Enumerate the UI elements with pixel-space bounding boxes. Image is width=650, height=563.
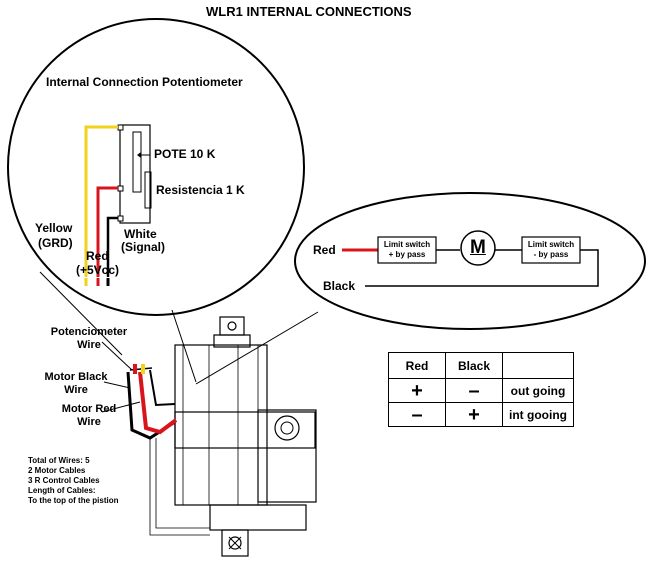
limit-switch-plus-label: Limit switch + by pass	[379, 240, 435, 260]
white-signal-label: (Signal)	[121, 240, 165, 254]
note-line: Total of Wires: 5	[28, 456, 90, 465]
note-line: 2 Motor Cables	[28, 466, 86, 475]
row2-black: +	[445, 402, 503, 427]
pot-detail-connector-line-right	[171, 309, 197, 383]
white-label: White	[124, 227, 157, 241]
note-line: Length of Cables:	[28, 486, 96, 495]
yellow-label: Yellow	[35, 221, 73, 235]
potentiometer-schematic	[117, 124, 152, 224]
potentiometer-heading: Internal Connection Potentiometer	[46, 75, 243, 89]
motor-red-line2: Wire	[77, 416, 101, 428]
pot-wire-line1: Potenciometer	[50, 326, 128, 338]
limit-switch-minus-label: Limit switch - by pass	[523, 240, 579, 260]
wire-notes: Total of Wires: 5 2 Motor Cables 3 R Con…	[28, 456, 119, 506]
row2-direction: int gooing	[502, 402, 574, 427]
row1-black: –	[445, 378, 503, 403]
motor-symbol-label: M	[470, 237, 486, 258]
diagram-title: WLR1 INTERNAL CONNECTIONS	[206, 4, 412, 19]
resistor-label: Resistencia 1 K	[156, 183, 245, 197]
potentiometer-wire-label: Potenciometer Wire	[44, 326, 134, 352]
limit-switch-plus-line1: Limit switch	[383, 240, 431, 249]
motor-detail-ellipse	[294, 192, 646, 330]
pot-detail-connector-line-left	[39, 271, 123, 356]
motor-red-label: Red	[313, 243, 336, 257]
note-line: 3 R Control Cables	[28, 476, 100, 485]
motor-black-line2: Wire	[64, 384, 88, 396]
yellow-gnd-label: (GRD)	[38, 236, 73, 250]
red-5vcc-label: (+5Vcc)	[76, 263, 120, 277]
red-wire-pot	[96, 186, 118, 277]
potentiometer-detail-circle	[7, 18, 305, 316]
motor-detail-connector-line-left	[195, 311, 319, 385]
pot-wire-cable	[149, 369, 176, 407]
table-row: – + int gooing	[388, 402, 574, 427]
motor-circuit	[342, 230, 599, 287]
motor-black-line1: Motor Black	[44, 371, 108, 383]
yellow-wire	[84, 125, 118, 277]
pote-label: POTE 10 K	[154, 147, 216, 161]
header-black: Black	[445, 352, 503, 379]
header-red: Red	[388, 352, 446, 379]
note-line: To the top of the pistion	[28, 496, 119, 505]
motor-symbol-circle	[460, 230, 496, 266]
row1-red: +	[388, 378, 446, 403]
motor-black-label: Black	[323, 279, 356, 293]
row2-red: –	[388, 402, 446, 427]
limit-switch-plus-line2: + by pass	[388, 250, 426, 259]
motor-red-wire-cable	[138, 371, 178, 435]
red-label: Red	[86, 249, 109, 263]
white-signal-wire	[106, 216, 118, 277]
limit-switch-minus-line2: - by pass	[533, 250, 569, 259]
pot-wire-line2: Wire	[77, 339, 101, 351]
limit-switch-minus-line1: Limit switch	[527, 240, 575, 249]
motor-red-line1: Motor Red	[61, 403, 117, 415]
header-direction	[502, 352, 574, 379]
direction-truth-table: Red Black + – out going – + int gooing	[388, 352, 574, 427]
row1-direction: out going	[502, 378, 574, 403]
motor-red-wire-label: Motor Red Wire	[56, 403, 122, 429]
table-row: + – out going	[388, 378, 574, 403]
actuator-drawing	[174, 316, 317, 557]
motor-black-wire-label: Motor Black Wire	[38, 371, 114, 397]
table-header-row: Red Black	[388, 352, 574, 379]
